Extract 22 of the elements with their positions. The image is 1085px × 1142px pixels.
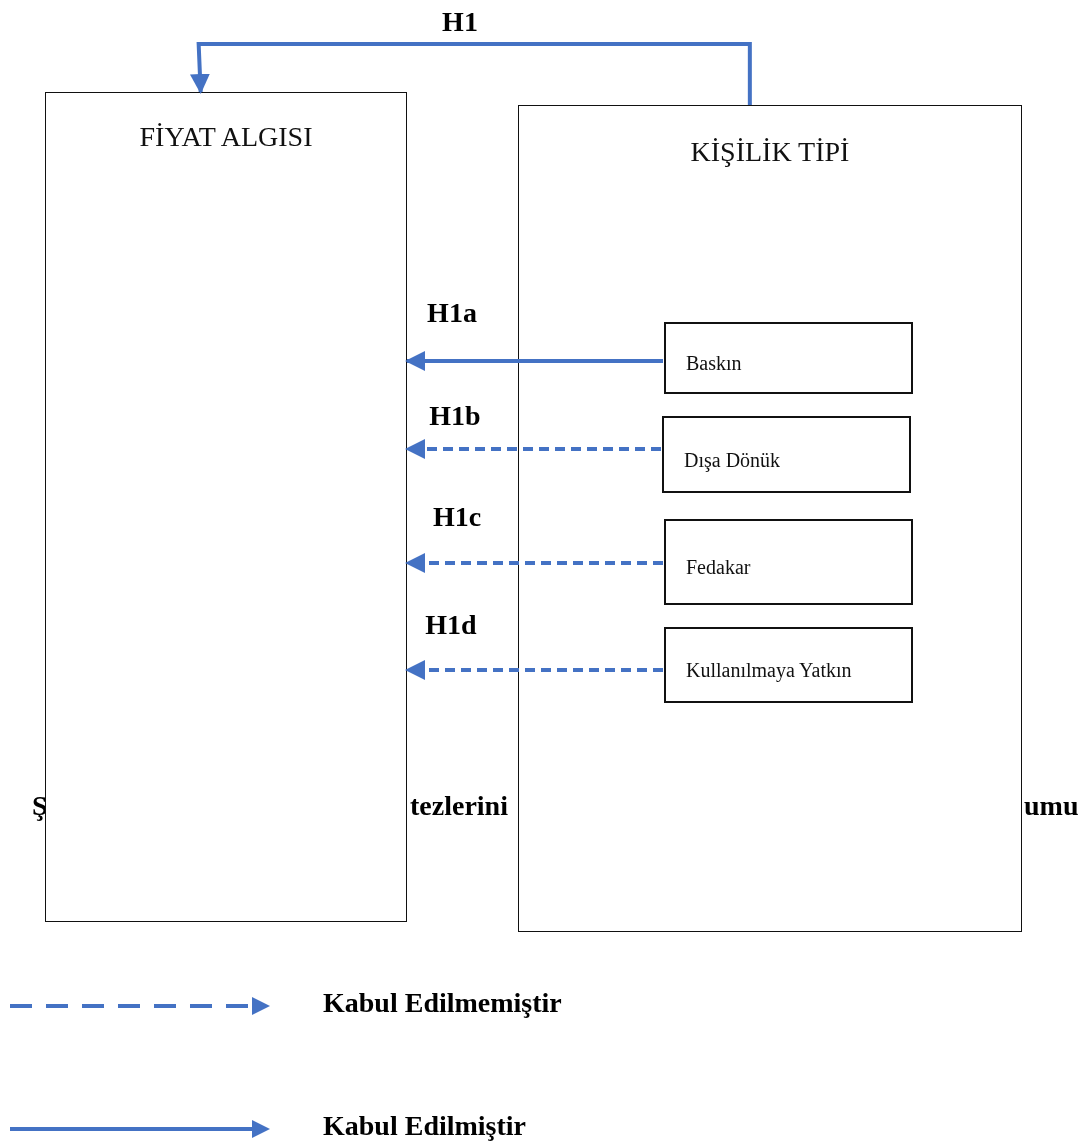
dimension-box bbox=[662, 416, 911, 493]
box-title: FİYAT ALGISI bbox=[138, 121, 314, 153]
caption-fragment: umu bbox=[1024, 790, 1079, 822]
caption-fragment: Ş bbox=[32, 790, 48, 822]
legend-label: Kabul Edilmiştir bbox=[323, 1110, 527, 1142]
dimension-box bbox=[664, 627, 913, 703]
box-label: Dışa Dönük bbox=[684, 448, 781, 472]
arrow bbox=[405, 439, 661, 459]
construct-box bbox=[518, 105, 1022, 932]
box-title: KİŞİLİK TİPİ bbox=[689, 136, 851, 168]
legend-label: Kabul Edilmemiştir bbox=[323, 987, 562, 1019]
arrow bbox=[405, 660, 663, 680]
dimension-box bbox=[664, 519, 913, 605]
arrow bbox=[405, 553, 663, 573]
dimension-box bbox=[664, 322, 913, 394]
arrow bbox=[405, 351, 663, 371]
construct-box bbox=[45, 92, 407, 922]
box-label: Fedakar bbox=[686, 556, 751, 579]
box-label: Baskın bbox=[686, 352, 742, 375]
arrow bbox=[189, 42, 752, 105]
box-label: Kullanılmaya Yatkın bbox=[686, 659, 852, 682]
caption-fragment: tezlerini bbox=[410, 790, 508, 822]
